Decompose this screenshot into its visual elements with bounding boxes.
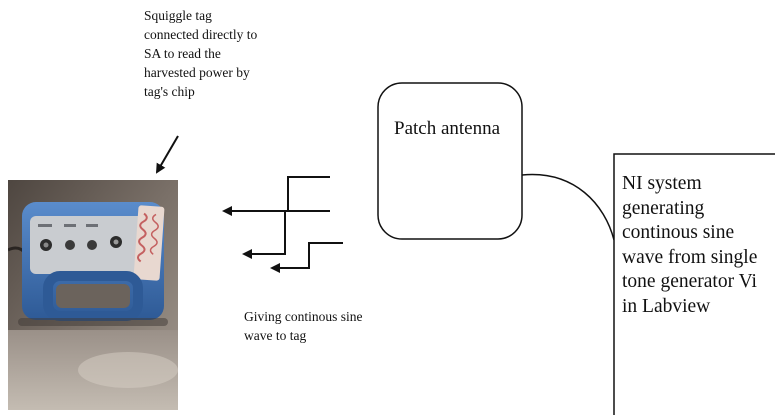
patch-antenna-box — [377, 82, 523, 240]
tag-connection-annotation: Squiggle tag connected directly to SA to… — [144, 8, 258, 99]
wave-arrow-icon — [222, 176, 330, 216]
wave-arrow-icon — [270, 242, 343, 273]
ni-system-label: NI system generating continous sine wave… — [622, 173, 758, 317]
cable-connector — [521, 173, 615, 241]
wave-arrow-icon — [242, 210, 330, 259]
spectrum-analyzer-photo — [8, 180, 178, 410]
patch-antenna-label: Patch antenna — [394, 118, 501, 139]
ni-system-box — [613, 153, 775, 415]
sine-wave-annotation: Giving continous sine wave to tag — [244, 309, 363, 343]
annotation-pointer-arrow — [155, 135, 179, 174]
